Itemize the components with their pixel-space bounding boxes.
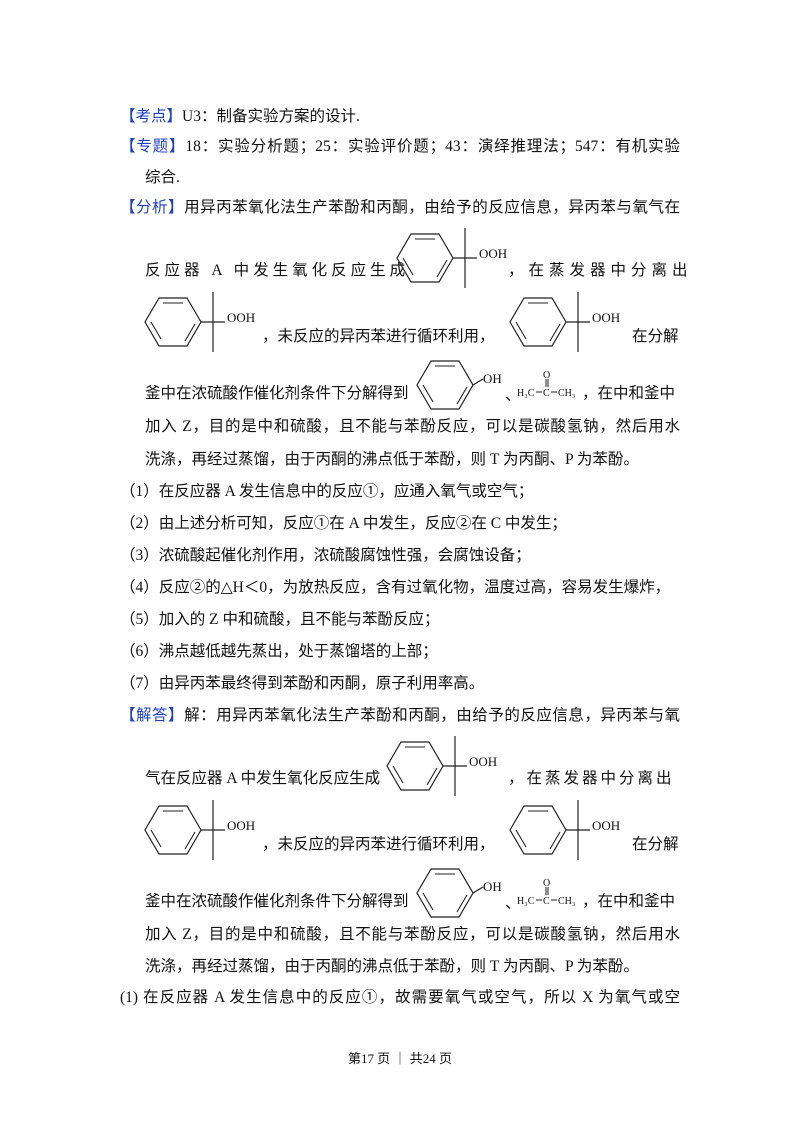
fenxi-item: （2）由上述分析可知，反应①在 A 中发生，反应②在 C 中发生；	[120, 515, 567, 532]
kaodian-text: U3：制备实验方案的设计.	[182, 108, 360, 125]
fenxi-item: （3）浓硫酸起催化剂作用，浓硫酸腐蚀性强，会腐蚀设备；	[120, 547, 531, 564]
fenxi-line-6: 洗涤，再经过蒸馏，由于丙酮的沸点低于苯酚，则 T 为丙酮、P 为苯酚。	[145, 451, 639, 468]
cumene-hydroperoxide-structure: OOH	[508, 292, 638, 354]
fenxi-item: （7）由异丙苯最终得到苯酚和丙酮，原子利用率高。	[120, 675, 485, 692]
cumene-hydroperoxide-structure: OOH	[385, 736, 515, 798]
cumene-hydroperoxide-structure: OOH	[143, 292, 273, 354]
jieda-line-6: 洗涤，再经过蒸馏，由于丙酮的沸点低于苯酚，则 T 为丙酮、P 为苯酚。	[145, 958, 639, 975]
fenxi-item: （6）沸点越低越先蒸出，处于蒸馏塔的上部；	[120, 643, 438, 660]
acetone-right: CH₃	[558, 896, 575, 907]
jieda-text-1: 解：用异丙苯氧化法生产苯酚和丙酮，由给予的反应信息，异丙苯与氧	[184, 707, 680, 724]
fenxi-item: （4）反应②的△H＜0，为放热反应，含有过氧化物，温度过高，容易发生爆炸，	[120, 579, 671, 596]
oh-label: OH	[483, 879, 502, 894]
kaodian-line: 【考点】U3：制备实验方案的设计.	[120, 107, 360, 127]
fenxi-line-2b: ，在蒸发器中分离出	[508, 262, 693, 279]
ooh-label: OOH	[469, 754, 497, 769]
fenxi-item: （1）在反应器 A 发生信息中的反应①，应通入氧气或空气；	[120, 483, 534, 500]
zhuanti-text: 18：实验分析题；25：实验评价题；43：演绎推理法；547：有机实验	[185, 138, 680, 155]
ooh-label: OOH	[592, 818, 620, 833]
jieda-sep: 、	[505, 895, 521, 912]
jieda-line-3b: 在分解	[632, 836, 679, 853]
fenxi-tag: 【分析】	[120, 199, 185, 216]
fenxi-item: （5）加入的 Z 中和硫酸，且不能与苯酚反应；	[120, 611, 440, 628]
ooh-label: OOH	[227, 310, 255, 325]
jieda-line-7: (1) 在反应器 A 发生信息中的反应①，故需要氧气或空气，所以 X 为氧气或空	[120, 989, 680, 1006]
acetone-c: C	[543, 896, 550, 907]
jieda-tag: 【解答】	[120, 707, 185, 724]
phenol-structure: OH	[415, 863, 510, 921]
cumene-hydroperoxide-structure: OOH	[508, 800, 638, 862]
zhuanti-cont: 综合.	[145, 169, 180, 186]
jieda-line-4b: ，在中和釜中	[582, 893, 676, 910]
fenxi-line-1: 【分析】用异丙苯氧化法生产苯酚和丙酮，由给予的反应信息，异丙苯与氧气在	[120, 198, 680, 218]
ooh-label: OOH	[227, 818, 255, 833]
acetone-left: H₃C	[517, 896, 535, 907]
jieda-line-3a: ，未反应的异丙苯进行循环利用，	[262, 836, 495, 853]
ooh-label: OOH	[592, 310, 620, 325]
zhuanti-line: 【专题】18：实验分析题；25：实验评价题；43：演绎推理法；547：有机实验	[120, 137, 680, 157]
jieda-line-2a: 气在反应器 A 中发生氧化反应生成	[145, 770, 381, 787]
fenxi-line-4b: ，在中和釜中	[582, 385, 676, 402]
cumene-hydroperoxide-structure: OOH	[395, 228, 525, 290]
jieda-line-2b: ，在蒸发器中分离出	[508, 770, 675, 787]
jieda-line-4a: 釜中在浓硫酸作催化剂条件下分解得到	[145, 893, 409, 910]
acetone-right: CH₃	[558, 388, 575, 399]
phenol-structure: OH	[415, 355, 510, 413]
fenxi-line-4a: 釜中在浓硫酸作催化剂条件下分解得到	[145, 385, 409, 402]
fenxi-sep: 、	[505, 387, 521, 404]
fenxi-line-2a: 反应器 A 中发生氧化反应生成	[145, 262, 410, 279]
jieda-line-1: 【解答】解：用异丙苯氧化法生产苯酚和丙酮，由给予的反应信息，异丙苯与氧	[120, 706, 680, 726]
acetone-o: O	[543, 878, 550, 889]
fenxi-text-1: 用异丙苯氧化法生产苯酚和丙酮，由给予的反应信息，异丙苯与氧气在	[184, 199, 680, 216]
fenxi-line-3b: 在分解	[632, 328, 679, 345]
cumene-hydroperoxide-structure: OOH	[143, 800, 273, 862]
fenxi-line-3a: ，未反应的异丙苯进行循环利用，	[262, 328, 495, 345]
acetone-c: C	[543, 388, 550, 399]
fenxi-line-5: 加入 Z，目的是中和硫酸，且不能与苯酚反应，可以是碳酸氢钠，然后用水	[145, 418, 680, 435]
kaodian-tag: 【考点】	[120, 108, 183, 125]
acetone-left: H₃C	[517, 388, 535, 399]
ooh-label: OOH	[479, 246, 507, 261]
jieda-line-5: 加入 Z，目的是中和硫酸，且不能与苯酚反应，可以是碳酸氢钠，然后用水	[145, 926, 680, 943]
oh-label: OH	[483, 371, 502, 386]
page-footer: 第17 页 ｜ 共24 页	[347, 1051, 452, 1066]
acetone-o: O	[543, 370, 550, 381]
zhuanti-tag: 【专题】	[120, 138, 186, 155]
